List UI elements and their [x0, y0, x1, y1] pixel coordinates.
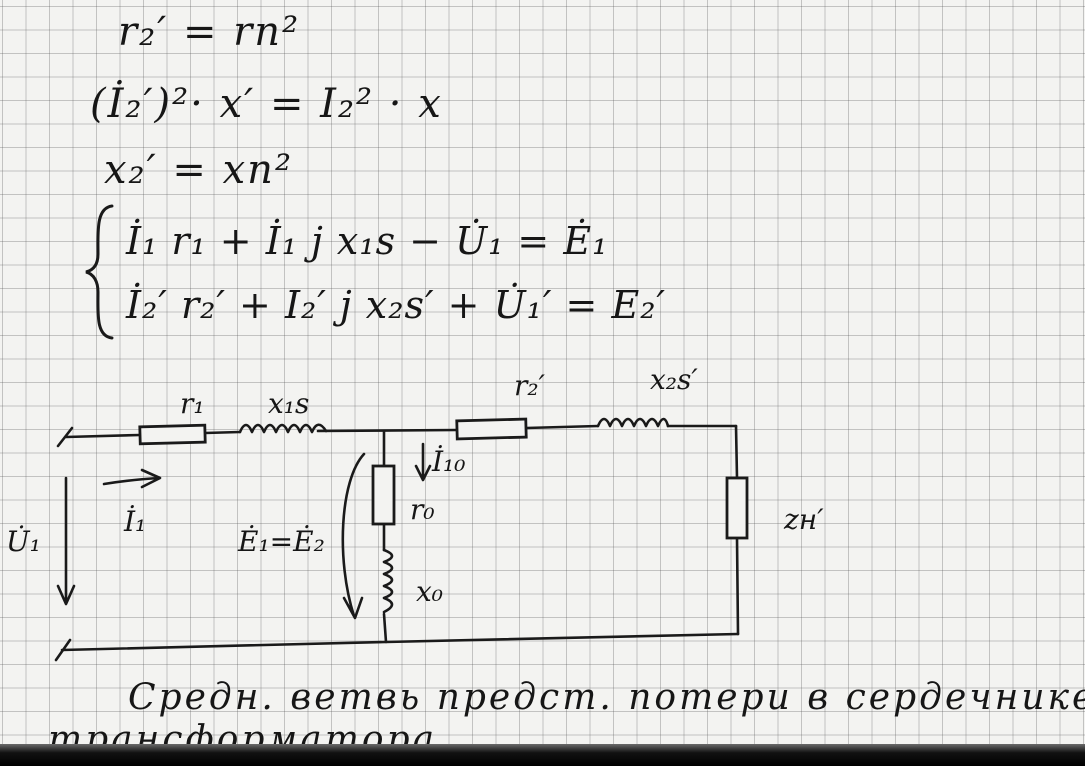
label-x0: x₀	[416, 575, 444, 608]
label-u1: U̇₁	[6, 525, 41, 558]
magnetizing-branch-wire	[382, 429, 388, 644]
resistor-r1-icon	[138, 423, 207, 446]
current-i1-arrow-icon	[102, 468, 162, 489]
current-i10-arrow-icon	[414, 442, 432, 482]
equation-power-equivalence: (İ₂′)²· x′ = I₂² · x	[90, 81, 443, 127]
inductor-x1s-icon	[238, 423, 328, 434]
label-i10: İ₁₀	[432, 445, 466, 478]
equation-r2-prime: r₂′ = rn²	[118, 9, 301, 55]
label-x2s-prime: x₂s′	[650, 363, 698, 396]
inductor-x2s-icon	[596, 417, 670, 428]
label-r2-prime: r₂′	[514, 369, 545, 402]
label-e1-equals-e2: Ė₁=Ė₂	[238, 525, 325, 558]
label-r1: r₁	[180, 387, 205, 420]
load-branch-wire	[734, 424, 740, 636]
system-equation-secondary: İ₂′ r₂′ + I₂′ j x₂s′ + U̇₁′ = E₂′	[126, 283, 667, 327]
top-wire	[64, 424, 738, 439]
inductor-x0-icon	[382, 548, 394, 614]
note-line-1: Средн. ветвь предст. потери в сердечнике	[128, 677, 1085, 718]
emf-arrow-icon	[341, 452, 366, 620]
bottom-wire	[60, 632, 740, 652]
label-r0: r₀	[410, 493, 435, 526]
label-load-impedance: zн′	[784, 503, 824, 536]
resistor-r0-icon	[371, 464, 396, 526]
terminal-bottom-icon	[54, 638, 72, 662]
scan-edge	[0, 744, 1085, 766]
label-i1: İ₁	[124, 505, 147, 538]
equation-x2-prime: x₂′ = xn²	[104, 147, 293, 193]
terminal-top-icon	[56, 426, 74, 448]
system-brace	[85, 204, 114, 340]
load-impedance-icon	[725, 476, 749, 540]
voltage-u1-arrow-icon	[56, 476, 76, 606]
label-x1s: x₁s	[268, 387, 310, 420]
resistor-r2-prime-icon	[455, 417, 528, 441]
system-equation-primary: İ₁ r₁ + İ₁ j x₁s − U̇₁ = Ė₁	[126, 219, 609, 263]
